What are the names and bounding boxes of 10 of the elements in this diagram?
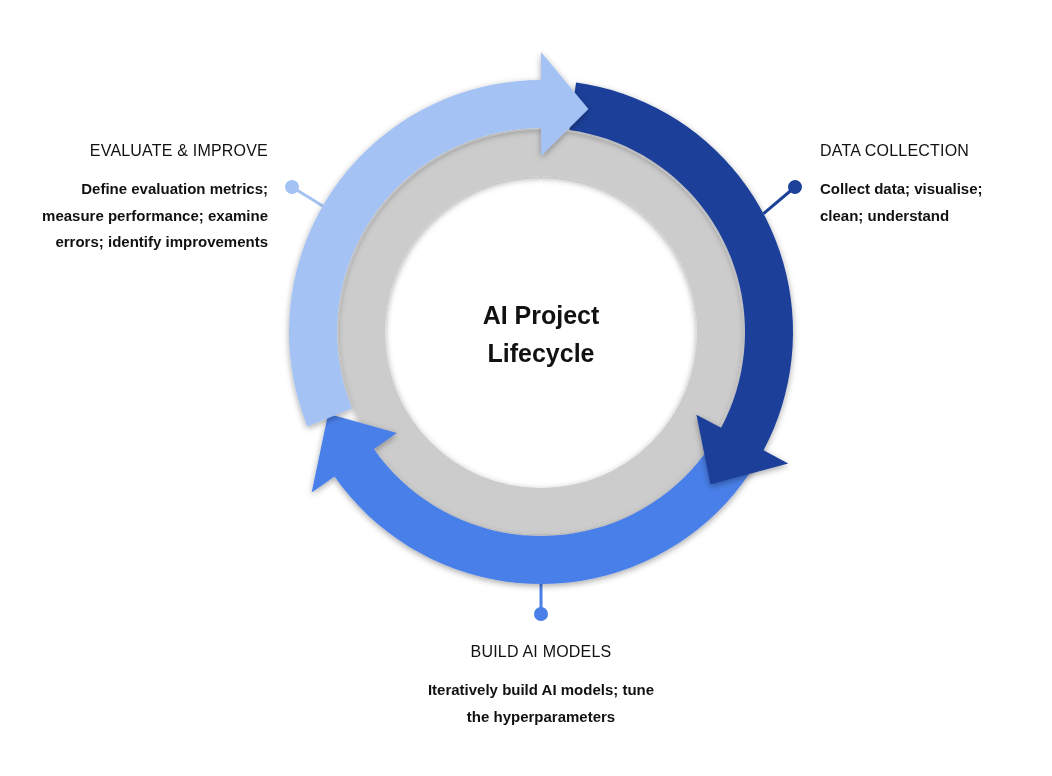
leader-line [762, 180, 802, 215]
leader-line [534, 584, 548, 621]
stage-heading: BUILD AI MODELS [469, 643, 613, 661]
leader-line [285, 180, 324, 208]
stage-description: Iteratively build AI models; tune the hyperparameters [426, 680, 656, 727]
stage-description: Define evaluation metrics; measure performance; examine errors; identify improvements [41, 179, 268, 252]
stage-heading: DATA COLLECTION [820, 142, 971, 160]
center-title: AI Project Lifecycle [481, 300, 601, 369]
stage-description: Collect data; visualise; clean; understand [820, 179, 984, 226]
stage-heading: EVALUATE & IMPROVE [88, 142, 268, 160]
